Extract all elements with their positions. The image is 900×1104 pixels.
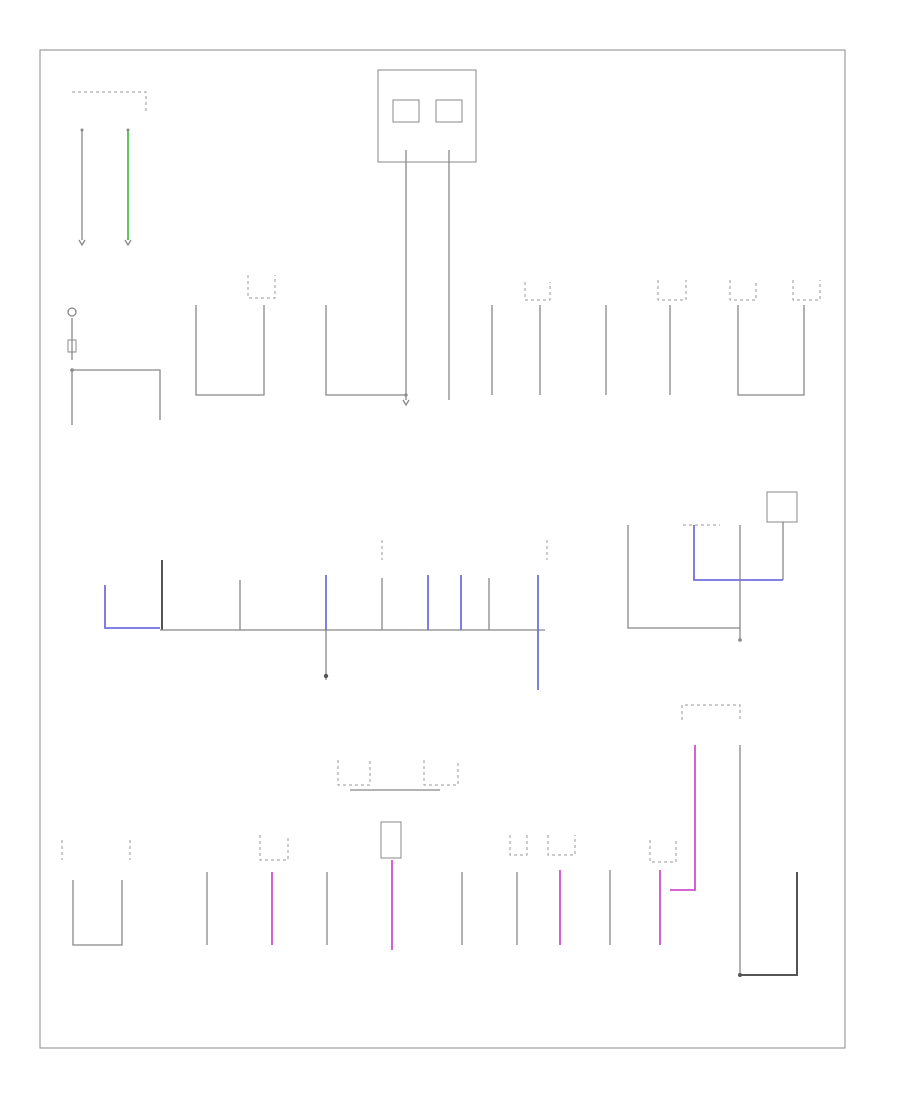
top-left-connector	[72, 91, 147, 247]
lower-connector	[337, 760, 459, 950]
middle-row-bus	[104, 540, 548, 690]
bottom-row-drops	[61, 704, 798, 977]
middle-right-branch	[627, 491, 798, 642]
left-battery-branch	[67, 307, 161, 425]
top-center-module	[377, 69, 477, 400]
diagram-frame	[39, 49, 846, 1049]
row2-components	[195, 275, 821, 407]
